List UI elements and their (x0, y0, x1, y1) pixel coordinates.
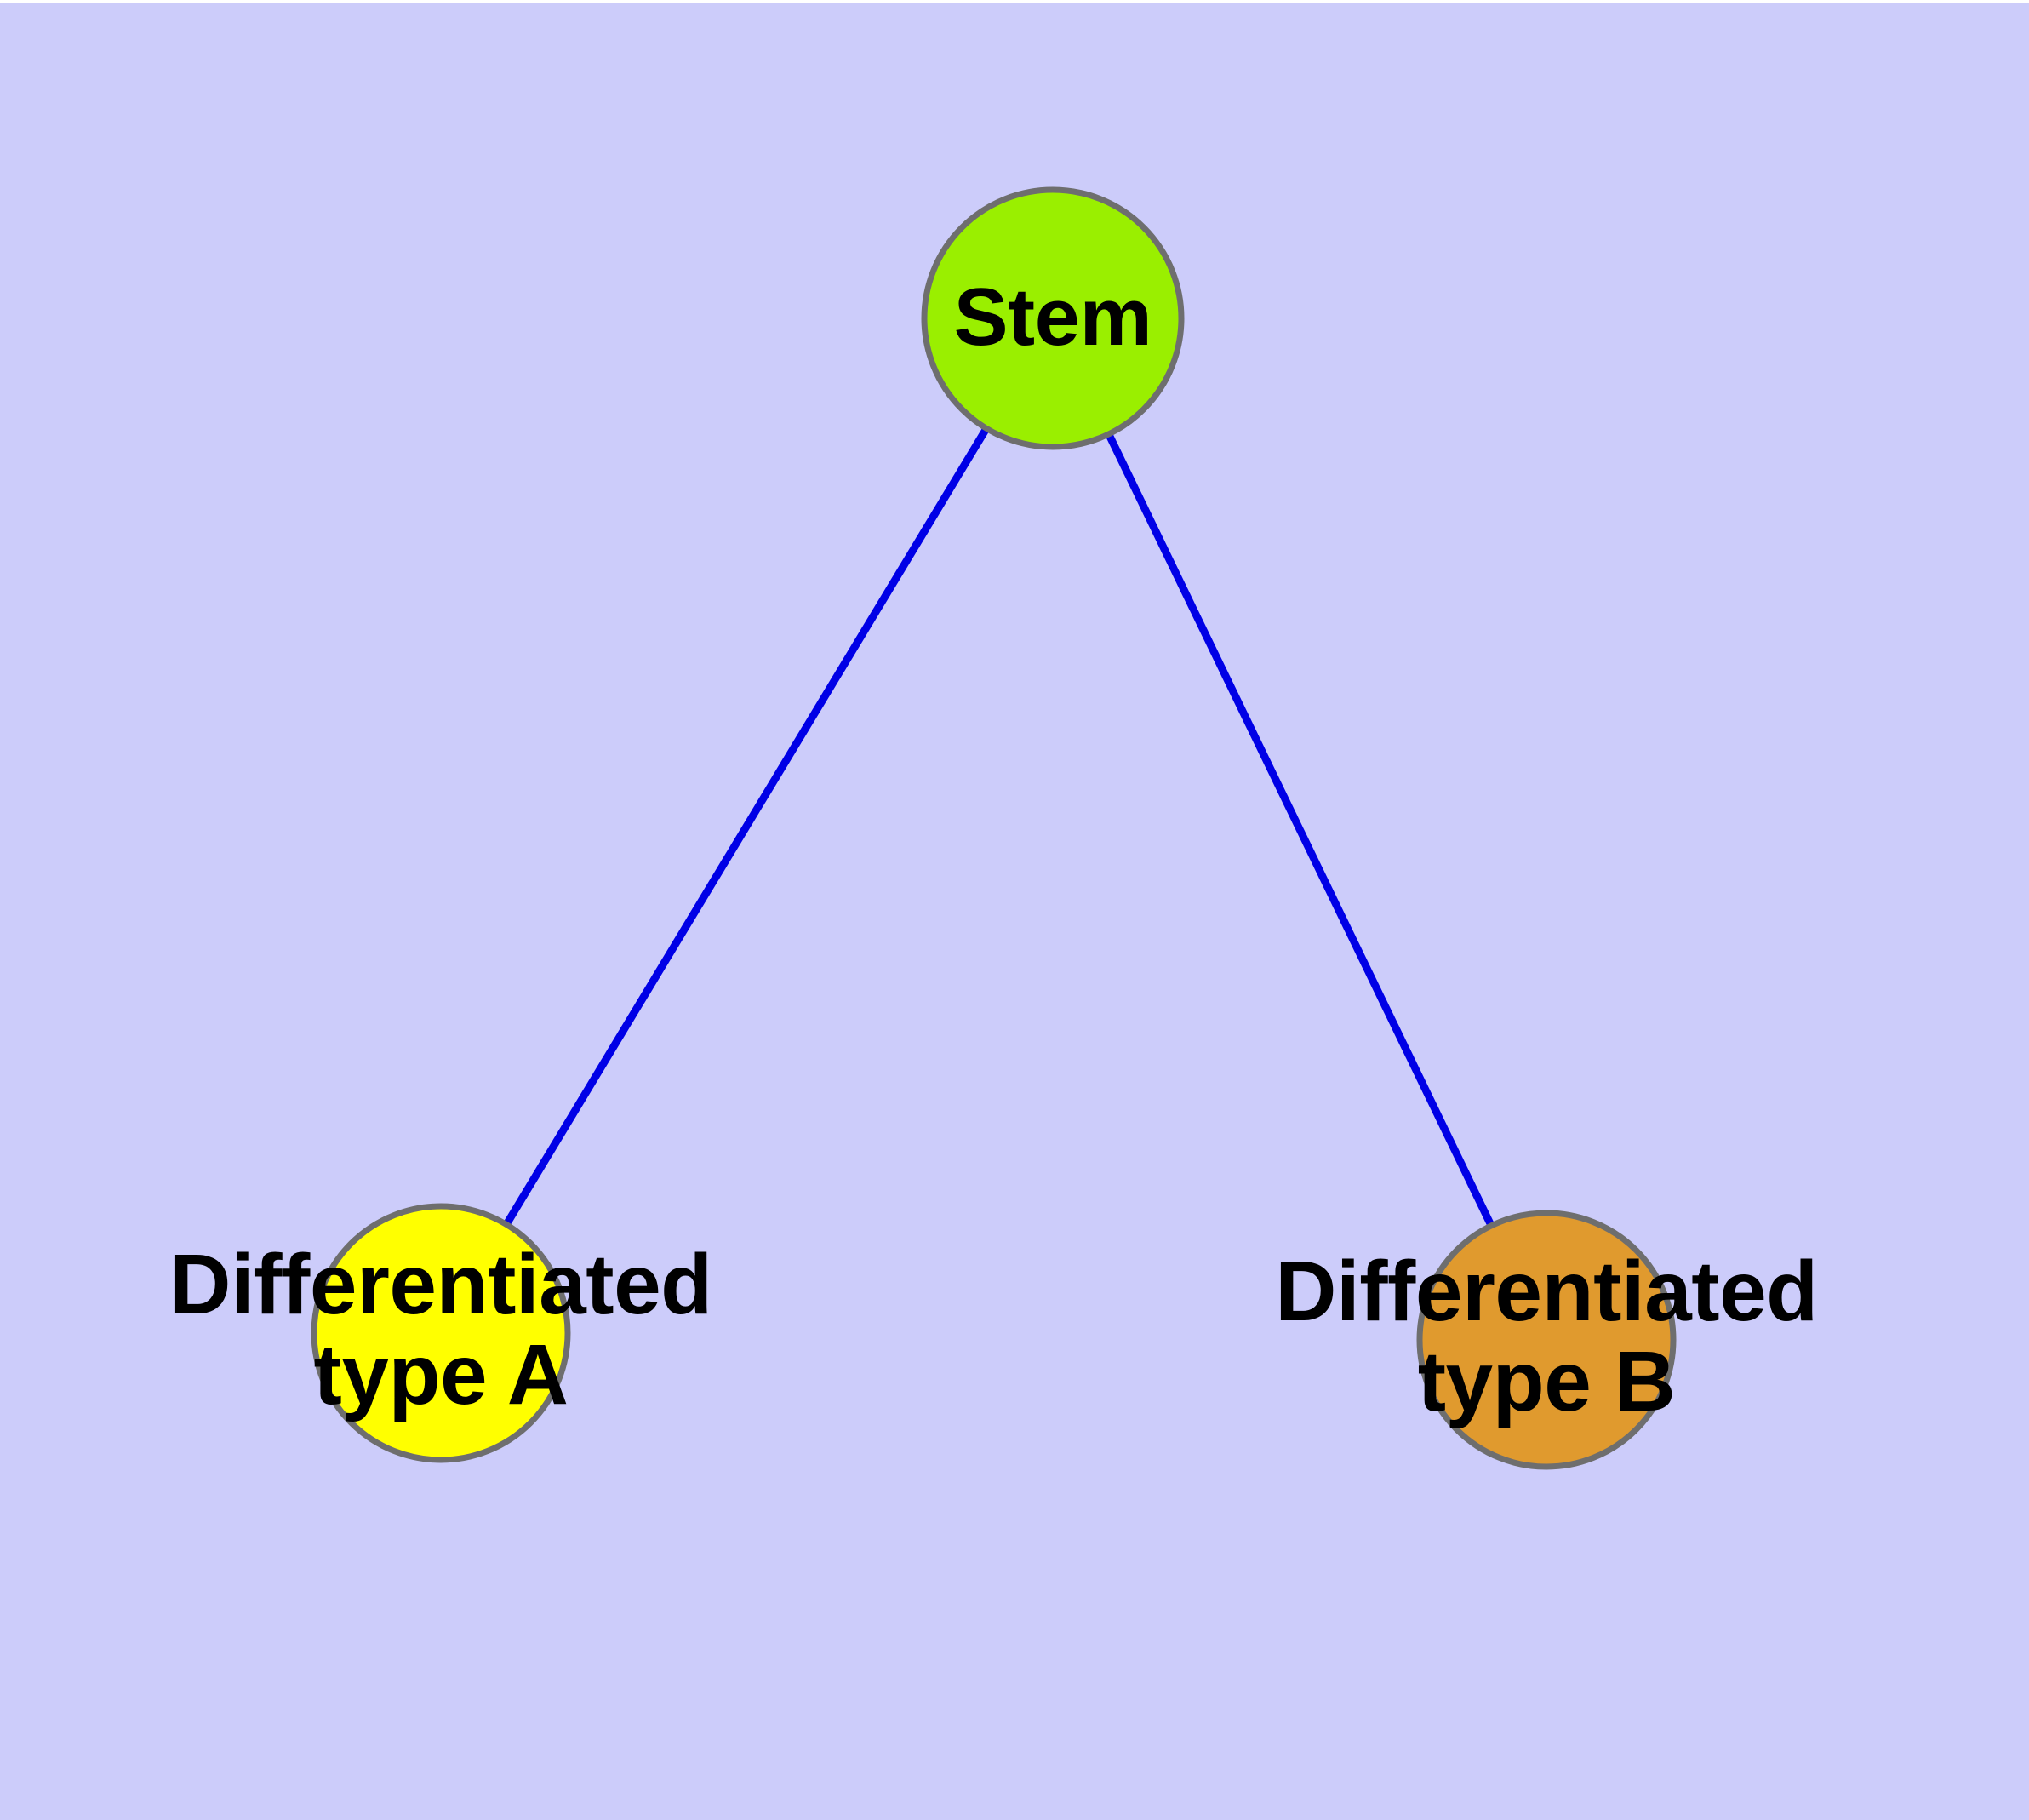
node-layer (311, 186, 1677, 1470)
edge-layer (437, 316, 1551, 1342)
node-stem[interactable] (921, 186, 1185, 450)
node-differentiated-type-a[interactable] (311, 1203, 571, 1463)
node-differentiated-type-b[interactable] (1416, 1210, 1677, 1470)
edge-stem-to-differentiated-type-b (1049, 317, 1551, 1342)
edge-stem-to-differentiated-type-a (437, 316, 1056, 1336)
